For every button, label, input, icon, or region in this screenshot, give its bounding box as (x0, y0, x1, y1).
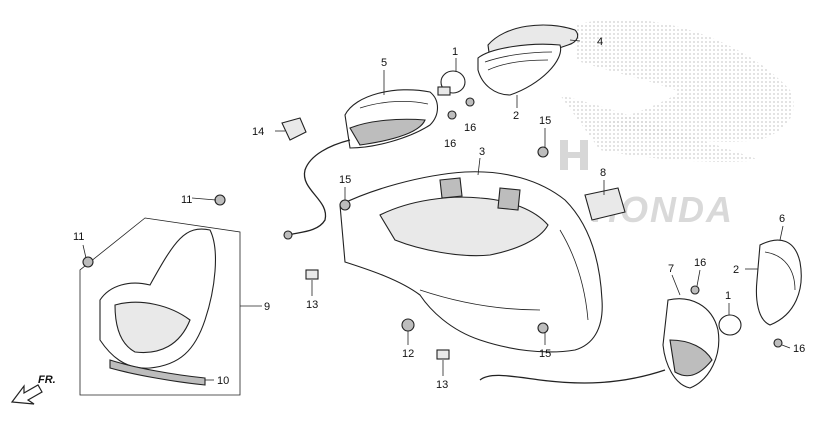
callout-11-a: 11 (181, 194, 192, 206)
part-6-side-lens (755, 239, 802, 326)
bolt-15-b (339, 199, 351, 211)
callout-9: 9 (264, 301, 270, 313)
callout-7: 7 (668, 263, 674, 275)
callout-11-b: 11 (73, 231, 84, 243)
callout-8: 8 (600, 167, 606, 179)
callout-16-b: 16 (464, 122, 476, 134)
callout-15-a: 15 (539, 115, 551, 127)
bolt-11-b (82, 256, 94, 268)
bolt-11-a (214, 194, 226, 206)
callout-15-c: 15 (539, 348, 551, 360)
part-1-bulb-side (718, 314, 742, 336)
part-7-side-housing (479, 298, 720, 389)
honda-wing-watermark: HONDA (560, 19, 794, 230)
callout-2-side: 2 (733, 264, 739, 276)
part-14-connector-harness (281, 117, 351, 240)
part-8-reflector (584, 187, 626, 221)
part-4-upper-lens (477, 24, 579, 96)
callout-16-a: 16 (444, 138, 456, 150)
callout-13-a: 13 (306, 299, 318, 311)
callout-14: 14 (252, 126, 264, 138)
clip-13-a (305, 269, 319, 280)
front-label: FR. (38, 374, 56, 386)
callout-6: 6 (779, 213, 785, 225)
callout-13-b: 13 (436, 379, 448, 391)
screw-16-c (690, 285, 700, 295)
callout-3: 3 (479, 146, 485, 158)
part-9-license-bracket (79, 217, 241, 396)
callout-10: 10 (217, 375, 229, 387)
callout-2-upper: 2 (513, 110, 519, 122)
screw-16-a (447, 110, 457, 120)
callout-16-c: 16 (694, 257, 706, 269)
callout-12: 12 (402, 348, 414, 360)
part-5-tail-housing (344, 89, 439, 149)
callouts: 1 2 4 5 14 16 16 15 3 15 8 11 11 9 10 13… (73, 36, 805, 391)
bolt-15-a (537, 146, 549, 158)
screw-16-b (465, 97, 475, 107)
nut-12 (401, 318, 415, 332)
screw-16-d (773, 338, 783, 348)
callout-1-side: 1 (725, 290, 731, 302)
front-arrow-icon (10, 384, 43, 405)
callout-15-b: 15 (339, 174, 351, 186)
callout-5: 5 (381, 57, 387, 69)
honda-wordmark (560, 140, 588, 170)
part-1-bulb-upper (437, 70, 466, 96)
callout-16-d: 16 (793, 343, 805, 355)
callout-4: 4 (597, 36, 603, 48)
leader-lines (82, 39, 791, 381)
clip-13-b (436, 349, 450, 360)
front-direction-marker: FR. (10, 374, 56, 405)
bolt-15-c (537, 322, 549, 334)
callout-1-upper: 1 (452, 46, 458, 58)
part-3-rear-fender (339, 171, 603, 353)
